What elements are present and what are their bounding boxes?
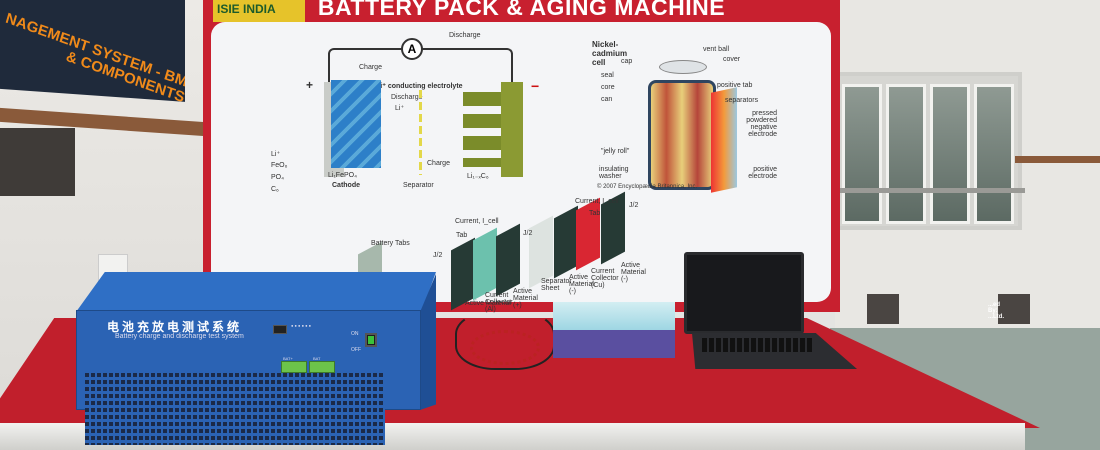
legend-item: PO₄ xyxy=(271,174,284,181)
connector-label: BAT xyxy=(313,356,321,361)
label: Current Collector (Cu) xyxy=(591,268,619,289)
window-rail xyxy=(830,188,1025,193)
label: Li₁FePO₄ xyxy=(328,172,357,179)
label: cap xyxy=(621,58,633,65)
label: Tab xyxy=(456,232,468,239)
label: Li⁺ conducting electrolyte xyxy=(376,83,463,90)
wood-rail-right xyxy=(1015,156,1100,163)
label: Active Material xyxy=(465,300,511,307)
label: insulating washer xyxy=(599,166,629,180)
tester-title-en: Battery charge and discharge test system xyxy=(115,333,244,340)
label: pressed powdered negative electrode xyxy=(746,110,777,138)
label: Discharge xyxy=(391,94,423,101)
anode-plate xyxy=(501,82,523,177)
label: cover xyxy=(723,56,741,63)
label: Active Material (-) xyxy=(621,262,646,283)
label: Separator Sheet xyxy=(541,278,572,292)
label: J/2 xyxy=(523,230,533,237)
label: Charge xyxy=(359,64,382,71)
label: seal xyxy=(601,72,614,79)
connector-label: BAT+ xyxy=(283,356,293,361)
laptop-screen[interactable] xyxy=(684,252,804,334)
label: can xyxy=(601,96,613,103)
product-box-front xyxy=(553,330,675,358)
label: J/2 xyxy=(629,202,639,209)
power-switch[interactable] xyxy=(365,333,377,347)
label: Current, I_cell xyxy=(455,218,499,225)
nicd-cell xyxy=(648,80,716,190)
laptop-keyboard[interactable] xyxy=(702,338,812,352)
ammeter-icon: A xyxy=(401,38,423,60)
label: core xyxy=(601,84,615,91)
label: + xyxy=(306,78,314,92)
label: "jelly roll" xyxy=(601,148,630,155)
label: Nickel-cadmium cell xyxy=(592,40,628,67)
cell-cap xyxy=(659,60,707,74)
label: Battery Tabs xyxy=(371,240,410,247)
label: Active Material (+) xyxy=(513,288,538,309)
legend-item: C₆ xyxy=(271,186,279,193)
cathode-crystal xyxy=(331,80,381,168)
address-display xyxy=(273,325,287,334)
label: Current, I_cell xyxy=(575,198,619,205)
label: Li⁺ xyxy=(395,105,405,112)
copyright: © 2007 Encyclopædia Britannica, Inc. xyxy=(597,184,698,190)
vent-grille xyxy=(85,373,385,445)
label: Separator xyxy=(403,182,434,189)
label: Current Collector (Al) xyxy=(485,292,513,313)
on-label: ON xyxy=(351,331,359,337)
wall-panel xyxy=(0,128,75,196)
label: positive electrode xyxy=(748,166,777,180)
bms-poster: NAGEMENT SYSTEM - BMS& COMPONENTS xyxy=(0,0,185,102)
off-label: OFF xyxy=(351,347,361,353)
tester-title-cn: 电池充放电测试系统 xyxy=(107,320,243,334)
label: J/2 xyxy=(433,252,443,259)
product-box-top xyxy=(553,302,675,330)
anode-graphite xyxy=(463,92,503,167)
label: separators xyxy=(725,97,759,104)
label: − xyxy=(531,78,540,94)
label: Li₁₋ₓC₆ xyxy=(467,173,489,180)
label: positive tab xyxy=(717,82,753,89)
label: Discharge xyxy=(449,32,481,39)
label: Cathode xyxy=(332,182,360,189)
label: Active Material (-) xyxy=(569,274,594,295)
connector-bat-plus[interactable] xyxy=(281,361,307,373)
legend-item: FeO₆ xyxy=(271,162,288,169)
legend-item: Li⁺ xyxy=(271,151,281,158)
label: vent ball xyxy=(703,46,730,53)
label: Tab xyxy=(589,210,601,217)
credit-text: ...ed By: ...Ltd. xyxy=(988,302,1004,320)
tester-front: 电池充放电测试系统 Battery charge and discharge t… xyxy=(76,310,421,445)
label: Charge xyxy=(427,160,450,167)
red-cable xyxy=(470,330,540,365)
battery-tester: 电池充放电测试系统 Battery charge and discharge t… xyxy=(76,272,436,445)
connector-bat[interactable] xyxy=(309,361,335,373)
status-leds: ● ● ● ● ● ● xyxy=(291,323,312,328)
board-title: BATTERY PACK & AGING MACHINE xyxy=(317,0,726,20)
isie-logo: ISIE INDIA xyxy=(213,0,305,22)
tester-top xyxy=(76,272,436,312)
window xyxy=(832,72,1022,230)
tester-side xyxy=(420,274,436,410)
separator-line xyxy=(419,90,422,175)
